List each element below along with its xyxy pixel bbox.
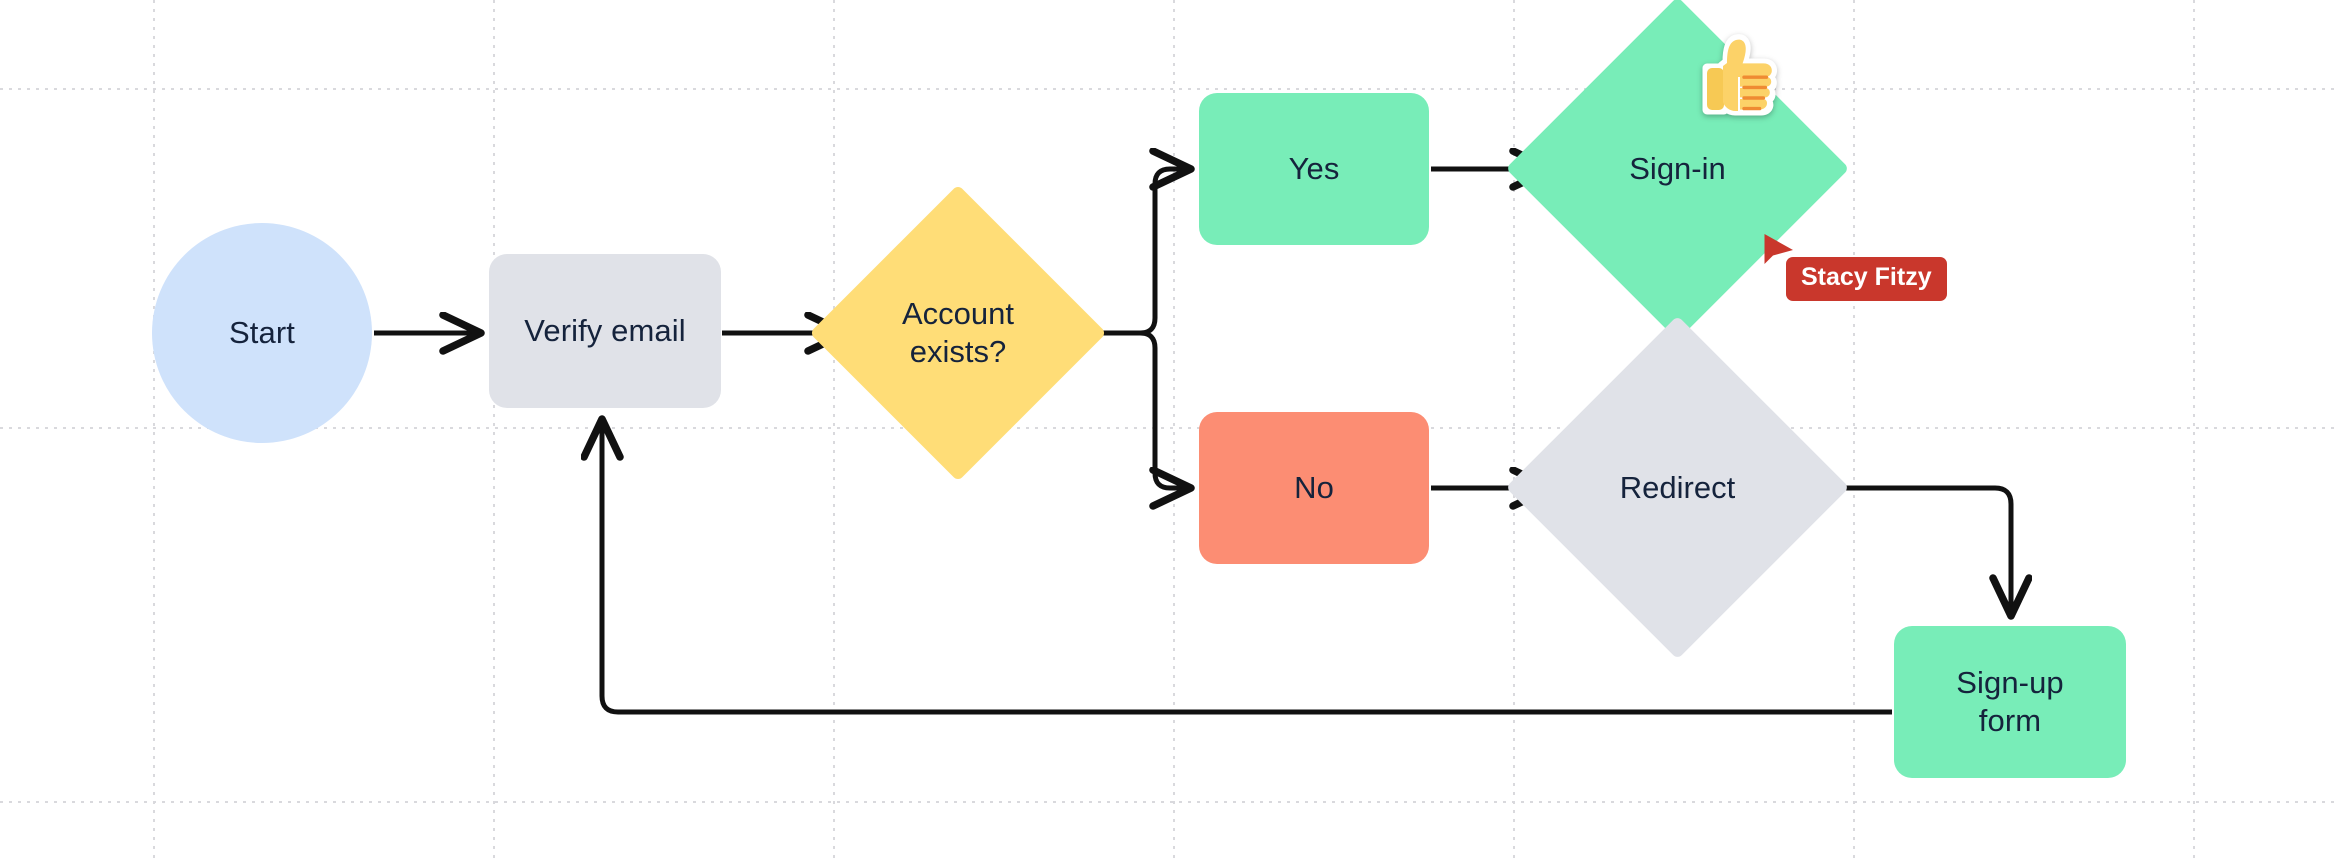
node-redirect[interactable]: Redirect xyxy=(1505,315,1850,660)
node-sign-up-form-label-line1: Sign-up xyxy=(1956,665,2064,701)
collaborator-name-tag: Stacy Fitzy xyxy=(1786,257,1947,301)
node-start-label: Start xyxy=(229,315,295,351)
node-start[interactable]: Start xyxy=(152,223,372,443)
node-sign-up-form-label-line2: form xyxy=(1978,703,2042,738)
thumbs-up-icon[interactable] xyxy=(1700,32,1780,118)
node-sign-up-form-label: Sign-up form xyxy=(1956,664,2064,740)
collaborator-cursor-icon xyxy=(1764,234,1793,264)
node-verify-email-label: Verify email xyxy=(524,313,686,349)
node-redirect-label: Redirect xyxy=(1619,469,1736,505)
node-no[interactable]: No xyxy=(1199,412,1429,564)
node-sign-in[interactable]: Sign-in xyxy=(1505,0,1850,341)
node-account-exists[interactable]: Account exists? xyxy=(809,184,1107,482)
node-account-exists-label: Account exists? xyxy=(902,295,1014,371)
edge-redirect-to-sign-up-form xyxy=(1802,485,2011,615)
node-verify-email[interactable]: Verify email xyxy=(489,254,721,408)
node-account-exists-label-line1: Account xyxy=(901,296,1014,332)
node-account-exists-label-line2: exists? xyxy=(909,334,1007,369)
node-no-label: No xyxy=(1294,470,1334,506)
node-yes[interactable]: Yes xyxy=(1199,93,1429,245)
edge-sign-up-form-to-verify-email xyxy=(602,420,1892,715)
edge-account-exists-to-yes xyxy=(1065,169,1190,336)
node-sign-up-form[interactable]: Sign-up form xyxy=(1894,626,2126,778)
edge-account-exists-to-no xyxy=(1065,330,1190,488)
node-sign-in-label: Sign-in xyxy=(1629,150,1726,186)
node-yes-label: Yes xyxy=(1288,151,1340,187)
